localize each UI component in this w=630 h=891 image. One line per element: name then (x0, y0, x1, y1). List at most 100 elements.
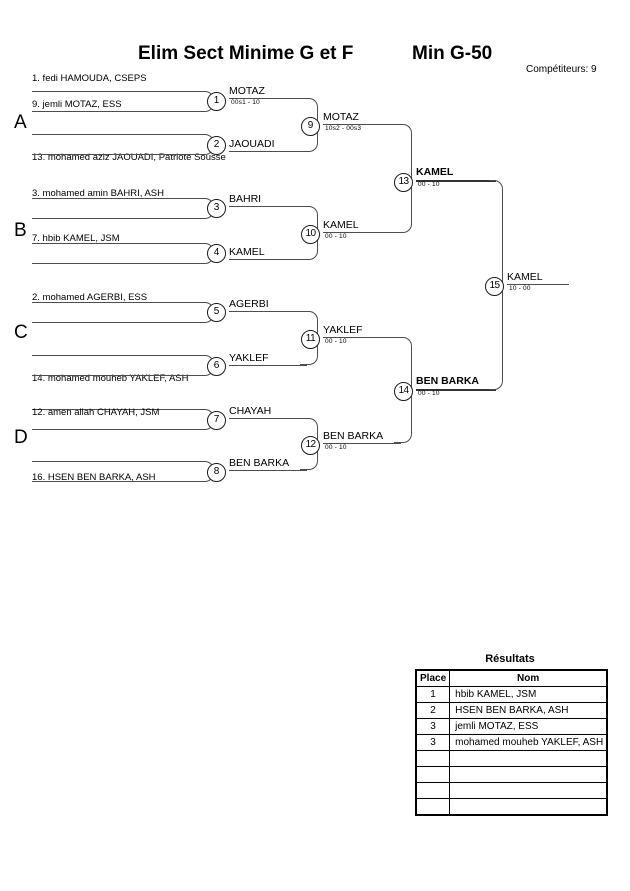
match-winner-10: KAMEL (323, 219, 359, 231)
bracket-connector (32, 243, 214, 253)
bracket-line (507, 284, 569, 285)
results-table: Place Nom 1 hbib KAMEL, JSM 2 HSEN BEN B… (415, 669, 609, 816)
match-winner-7: CHAYAH (229, 405, 272, 417)
match-node-6[interactable]: 6 (207, 357, 226, 376)
group-label-c: C (14, 322, 28, 343)
bracket-connector (32, 461, 214, 471)
match-winner-2: JAOUADI (229, 138, 275, 150)
bracket-connector (300, 444, 318, 470)
match-node-13[interactable]: 13 (394, 173, 413, 192)
bracket-connector (32, 208, 214, 219)
bracket-connector (394, 124, 412, 181)
bracket-connector (32, 419, 214, 430)
bracket-connector (300, 418, 318, 444)
table-row: 3 jemli MOTAZ, ESS (415, 718, 608, 735)
bracket-connector (32, 312, 214, 323)
match-winner-5: AGERBI (229, 298, 269, 310)
bracket-line (323, 124, 401, 125)
entrant-label: 2. mohamed AGERBI, ESS (32, 292, 148, 303)
category-title: Min G-50 (412, 43, 493, 64)
result-name (449, 798, 608, 816)
results-panel: Résultats Place Nom 1 hbib KAMEL, JSM 2 … (415, 653, 609, 816)
group-label-d: D (14, 427, 28, 448)
match-winner-11: YAKLEF (323, 324, 363, 336)
match-node-7[interactable]: 7 (207, 411, 226, 430)
bracket-line (229, 418, 307, 419)
match-winner-13: KAMEL (416, 166, 454, 178)
bracket-connector (32, 365, 214, 376)
page-title: Elim Sect Minime G et F (138, 43, 354, 64)
match-node-10[interactable]: 10 (301, 225, 320, 244)
table-header-row: Place Nom (415, 669, 608, 687)
entrant-label: 1. fedi HAMOUDA, CSEPS (32, 73, 147, 84)
bracket-connector (300, 98, 318, 125)
match-node-2[interactable]: 2 (207, 136, 226, 155)
bracket-line (229, 470, 307, 471)
result-place (415, 782, 451, 799)
entrant-label: 14. mohamed mouheb YAKLEF, ASH (32, 373, 189, 384)
bracket-line (323, 232, 401, 233)
match-winner-3: BAHRI (229, 193, 262, 205)
match-score-13: 00 - 10 (418, 181, 440, 188)
bracket-connector (489, 180, 503, 285)
bracket-line (229, 259, 307, 260)
entrant-label: 7. hbib KAMEL, JSM (32, 233, 120, 244)
result-place (415, 766, 451, 783)
match-score-15: 10 - 00 (509, 285, 531, 292)
match-score-14: 00 - 10 (418, 390, 440, 397)
entrant-label: 3. mohamed amin BAHRI, ASH (32, 188, 164, 199)
table-row (415, 798, 608, 816)
result-name (449, 750, 608, 767)
bracket-connector (32, 198, 214, 208)
match-node-11[interactable]: 11 (301, 330, 320, 349)
match-node-8[interactable]: 8 (207, 463, 226, 482)
result-place (415, 798, 451, 816)
match-node-4[interactable]: 4 (207, 244, 226, 263)
bracket-line (416, 180, 496, 182)
table-row (415, 750, 608, 767)
bracket-connector (394, 390, 412, 443)
entrant-label: 9. jemli MOTAZ, ESS (32, 99, 122, 110)
result-name: jemli MOTAZ, ESS (449, 718, 608, 735)
bracket-line (323, 337, 401, 338)
bracket-connector (32, 355, 214, 365)
result-place: 3 (415, 718, 451, 735)
match-node-9[interactable]: 9 (301, 117, 320, 136)
bracket-line (229, 365, 307, 366)
table-row: 3 mohamed mouheb YAKLEF, ASH (415, 734, 608, 751)
entrant-label: 16. HSEN BEN BARKA, ASH (32, 472, 156, 483)
column-header-nom: Nom (449, 669, 608, 687)
match-winner-8: BEN BARKA (229, 457, 290, 469)
match-winner-12: BEN BARKA (323, 430, 384, 442)
match-node-14[interactable]: 14 (394, 382, 413, 401)
bracket-line (229, 206, 307, 207)
table-row: 1 hbib KAMEL, JSM (415, 686, 608, 703)
results-title: Résultats (485, 653, 535, 665)
result-place: 2 (415, 702, 451, 719)
match-node-5[interactable]: 5 (207, 303, 226, 322)
match-node-3[interactable]: 3 (207, 199, 226, 218)
match-winner-6: YAKLEF (229, 352, 269, 364)
bracket-line (229, 311, 307, 312)
match-score-10: 00 - 10 (325, 233, 347, 240)
table-row (415, 766, 608, 783)
bracket-connector (300, 338, 318, 365)
match-winner-4: KAMEL (229, 246, 265, 258)
entrant-label: 13. mohamed aziz JAOUADI, Patriote Souss… (32, 152, 226, 163)
match-node-15[interactable]: 15 (485, 277, 504, 296)
bracket-line (416, 389, 496, 391)
bracket-connector (489, 285, 503, 390)
entrant-label: 12. amen allah CHAYAH, JSM (32, 407, 160, 418)
result-place: 3 (415, 734, 451, 751)
match-score-1: 00s1 - 10 (231, 99, 260, 106)
bracket-line (229, 151, 307, 152)
result-place: 1 (415, 686, 451, 703)
bracket-connector (32, 144, 214, 155)
bracket-connector (32, 253, 214, 264)
result-name: HSEN BEN BARKA, ASH (449, 702, 608, 719)
match-node-1[interactable]: 1 (207, 92, 226, 111)
match-node-12[interactable]: 12 (301, 436, 320, 455)
bracket-connector (394, 181, 412, 233)
bracket-connector (32, 134, 214, 144)
